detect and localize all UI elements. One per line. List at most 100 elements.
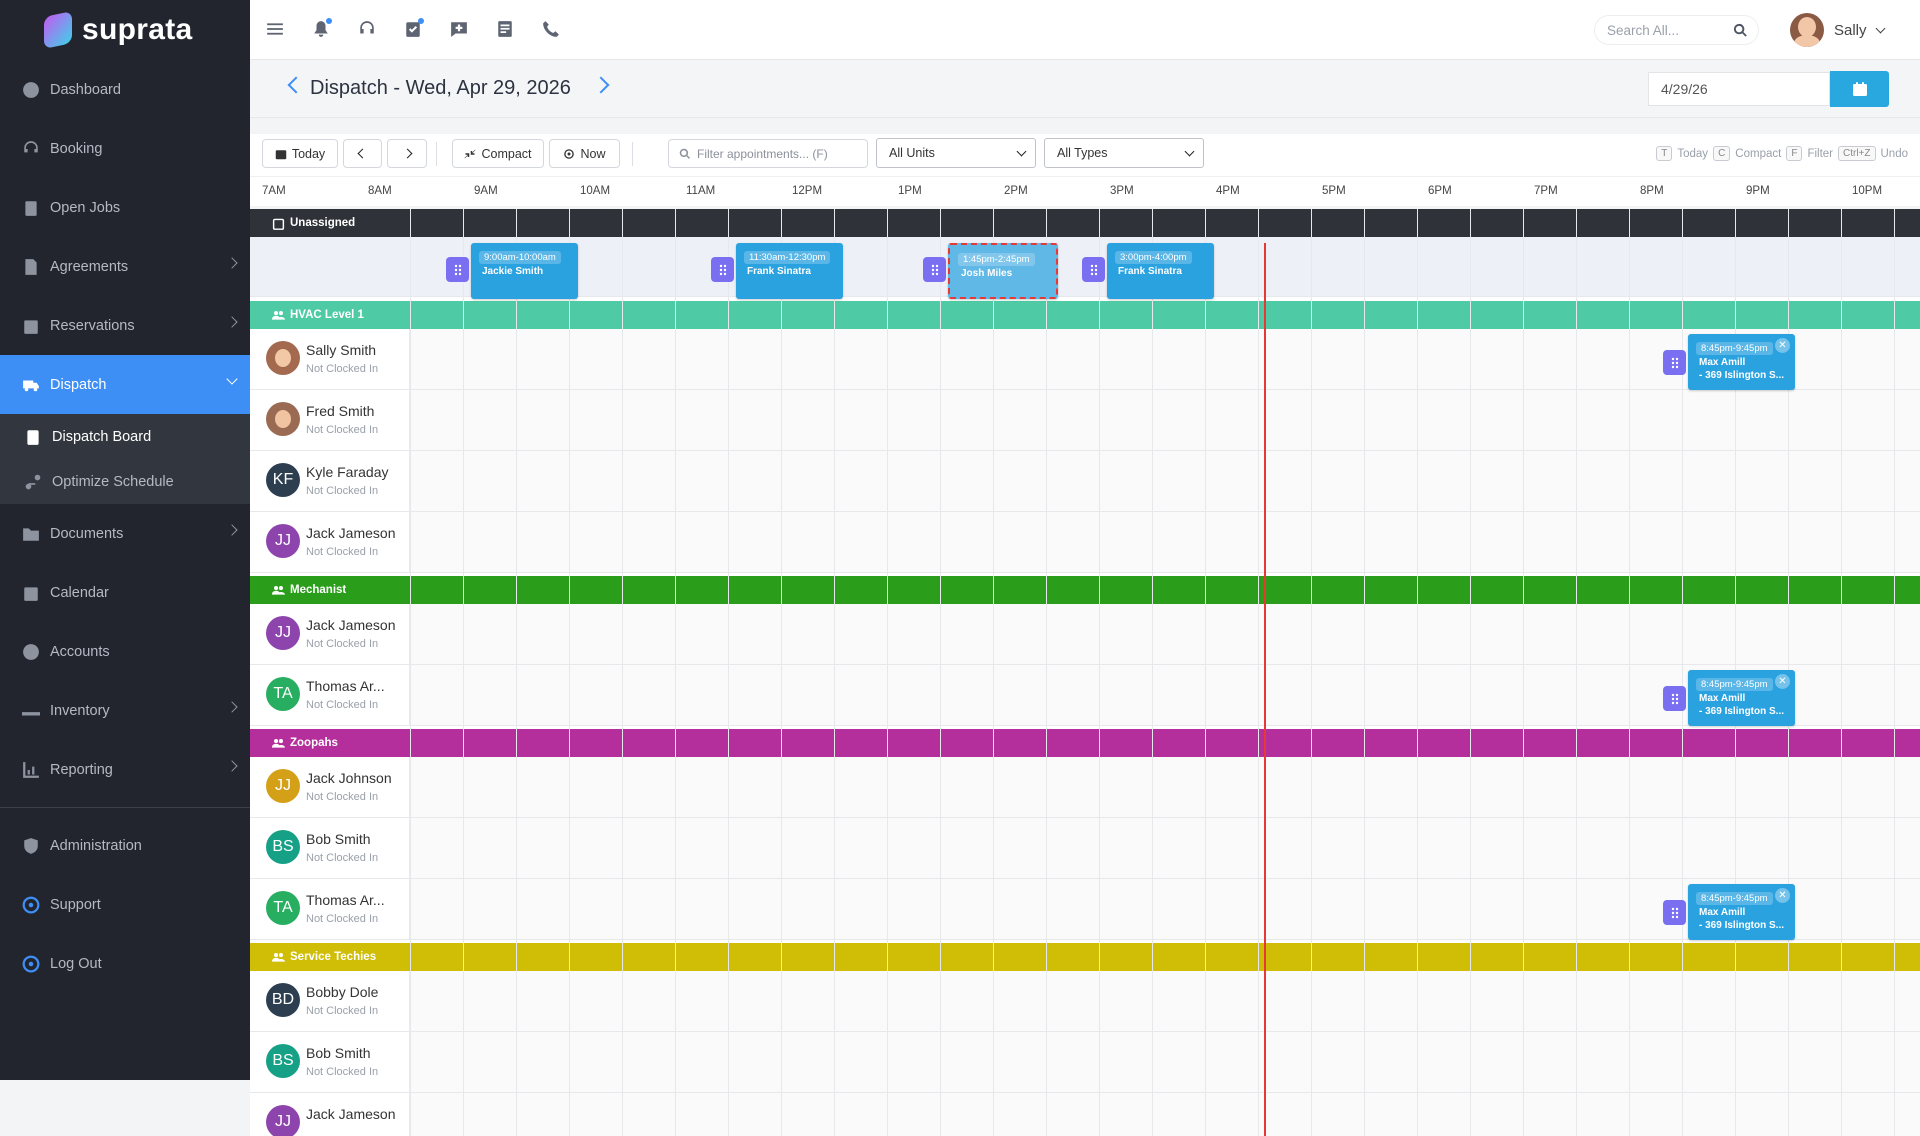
sidebar-item-calendar[interactable]: Calendar	[0, 563, 250, 622]
calendar-icon	[1852, 82, 1867, 96]
appointment-card[interactable]: 8:45pm-9:45pm Max Amill - 369 Islington …	[1688, 884, 1795, 940]
gridline	[1258, 209, 1259, 1136]
sidebar-item-log-out[interactable]: Log Out	[0, 934, 250, 993]
logo-icon	[44, 11, 72, 49]
top-bar: Search All... Sally	[250, 0, 1920, 60]
compact-button[interactable]: Compact	[452, 139, 544, 168]
tech-row[interactable]: KF Kyle Faraday Not Clocked In	[250, 451, 1920, 512]
tech-avatar: KF	[266, 463, 300, 497]
sidebar-item-label: Dashboard	[50, 81, 121, 98]
next-day-icon[interactable]	[592, 76, 610, 94]
sidebar-item-label: Open Jobs	[50, 199, 121, 216]
sidebar-item-agreements[interactable]: Agreements	[0, 237, 250, 296]
close-icon[interactable]: ✕	[1775, 338, 1790, 353]
bell-icon[interactable]	[312, 18, 332, 38]
appointment-card-selected[interactable]: 1:45pm-2:45pm Josh Miles	[948, 243, 1058, 299]
now-button[interactable]: Now	[549, 139, 620, 168]
types-select[interactable]: All Types	[1044, 138, 1204, 168]
sidebar-item-support[interactable]: Support	[0, 875, 250, 934]
shortcut-label: Today	[1677, 147, 1709, 160]
tech-avatar: BD	[266, 983, 300, 1017]
drag-handle-icon[interactable]	[1082, 257, 1105, 282]
sidebar-item-inventory[interactable]: Inventory	[0, 681, 250, 740]
prev-button[interactable]	[343, 139, 382, 168]
sidebar-subitem-dispatch-board[interactable]: Dispatch Board	[0, 414, 250, 459]
appointment-card[interactable]: 8:45pm-9:45pm Max Amill - 369 Islington …	[1688, 334, 1795, 390]
drag-handle-icon[interactable]	[446, 257, 469, 282]
sidebar-item-administration[interactable]: Administration	[0, 816, 250, 875]
chevron-right-icon	[226, 760, 238, 772]
sidebar-item-booking[interactable]: Booking	[0, 119, 250, 178]
search-icon	[1733, 23, 1747, 37]
sidebar-item-reporting[interactable]: Reporting	[0, 740, 250, 799]
group-header-mechanist: Mechanist	[250, 576, 1920, 604]
gridline	[569, 209, 570, 1136]
tech-avatar: JJ	[266, 524, 300, 558]
group-header-hvac-level-1: HVAC Level 1	[250, 301, 1920, 329]
task-check-icon[interactable]	[404, 18, 424, 38]
appointment-card[interactable]: 11:30am-12:30pm Frank Sinatra	[736, 243, 843, 299]
shortcut-key: Ctrl+Z	[1838, 146, 1876, 161]
tech-row[interactable]: BS Bob Smith Not Clocked In	[250, 1032, 1920, 1093]
drag-handle-icon[interactable]	[711, 257, 734, 282]
sidebar-item-label: Support	[50, 896, 101, 913]
tech-status: Not Clocked In	[306, 913, 379, 925]
toolbar-divider	[436, 142, 437, 166]
phone-icon[interactable]	[542, 20, 560, 38]
today-button[interactable]: Today	[262, 139, 338, 168]
drag-handle-icon[interactable]	[1663, 350, 1686, 375]
filter-appointments-input[interactable]: Filter appointments... (F)	[668, 139, 868, 168]
sidebar-item-reservations[interactable]: Reservations	[0, 296, 250, 355]
tech-row[interactable]: Fred Smith Not Clocked In	[250, 390, 1920, 451]
tech-row[interactable]: BS Bob Smith Not Clocked In	[250, 818, 1920, 879]
sidebar-item-label: Calendar	[50, 584, 109, 601]
tech-photo	[266, 341, 300, 375]
tech-status: Not Clocked In	[306, 1005, 379, 1017]
tech-name: Jack Johnson	[306, 770, 392, 786]
units-select[interactable]: All Units	[876, 138, 1036, 168]
user-name: Sally	[1834, 21, 1867, 39]
appointment-customer: Jackie Smith	[482, 266, 544, 277]
tech-name: Jack Jameson	[306, 617, 396, 633]
drag-handle-icon[interactable]	[1663, 900, 1686, 925]
tech-row[interactable]: JJ Jack Johnson Not Clocked In	[250, 757, 1920, 818]
sidebar-subitem-optimize-schedule[interactable]: Optimize Schedule	[0, 459, 250, 504]
tech-row[interactable]: TA Thomas Ar... Not Clocked In	[250, 665, 1920, 726]
close-icon[interactable]: ✕	[1775, 674, 1790, 689]
date-input[interactable]: 4/29/26	[1648, 72, 1830, 106]
document-icon[interactable]	[496, 20, 514, 38]
tech-row[interactable]: TA Thomas Ar... Not Clocked In	[250, 879, 1920, 940]
group-name: Service Techies	[290, 951, 377, 963]
tech-row[interactable]: BD Bobby Dole Not Clocked In	[250, 971, 1920, 1032]
brand-logo[interactable]: suprata	[0, 0, 250, 60]
user-menu[interactable]: Sally	[1790, 13, 1885, 47]
tech-row[interactable]: JJ Jack Jameson Not Clocked In	[250, 512, 1920, 573]
prev-day-icon[interactable]	[287, 76, 305, 94]
tech-row[interactable]: JJ Jack Jameson	[250, 1093, 1920, 1136]
appointment-card[interactable]: 9:00am-10:00am Jackie Smith	[471, 243, 578, 299]
headset-icon[interactable]	[358, 20, 376, 38]
sidebar-item-dispatch[interactable]: Dispatch	[0, 355, 250, 414]
drag-handle-icon[interactable]	[923, 257, 946, 282]
next-button[interactable]	[387, 139, 427, 168]
tech-row[interactable]: JJ Jack Jameson Not Clocked In	[250, 604, 1920, 665]
gridline	[1841, 209, 1842, 1136]
sidebar-item-open-jobs[interactable]: Open Jobs	[0, 178, 250, 237]
sidebar-item-accounts[interactable]: Accounts	[0, 622, 250, 681]
message-plus-icon[interactable]	[450, 20, 468, 38]
drag-handle-icon[interactable]	[1663, 686, 1686, 711]
gridline	[1152, 209, 1153, 1136]
tech-info: JJ Jack Jameson Not Clocked In	[250, 604, 410, 664]
appointment-card[interactable]: 3:00pm-4:00pm Frank Sinatra	[1107, 243, 1214, 299]
notification-dot	[326, 18, 332, 24]
date-picker-button[interactable]	[1830, 71, 1889, 107]
close-icon[interactable]: ✕	[1775, 888, 1790, 903]
global-search-input[interactable]: Search All...	[1594, 15, 1759, 45]
appointment-card[interactable]: 8:45pm-9:45pm Max Amill - 369 Islington …	[1688, 670, 1795, 726]
tech-row[interactable]: Sally Smith Not Clocked In	[250, 329, 1920, 390]
chevron-left-icon	[357, 148, 368, 159]
hamburger-menu-icon[interactable]	[266, 20, 284, 38]
appointment-address: - 369 Islington S...	[1699, 920, 1785, 931]
sidebar-item-dashboard[interactable]: Dashboard	[0, 60, 250, 119]
sidebar-item-documents[interactable]: Documents	[0, 504, 250, 563]
